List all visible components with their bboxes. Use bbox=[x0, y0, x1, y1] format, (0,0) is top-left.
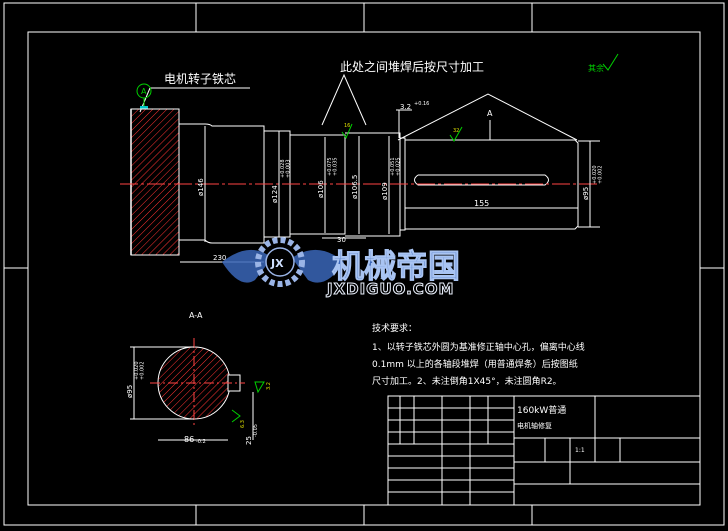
dim-d109-tol: +0.051+0.025 bbox=[390, 157, 402, 176]
weld-zone-marks bbox=[321, 73, 578, 141]
dim-155: 155 bbox=[474, 199, 489, 208]
dim-d109: ø109 bbox=[381, 182, 389, 200]
watermark-cn: 机械帝国 bbox=[332, 247, 460, 285]
tech-req-line1: 1、以转子铁芯外圆为基准修正轴中心孔，偏离中心线 bbox=[372, 341, 585, 353]
dim-d146: ø146 bbox=[197, 178, 205, 196]
svg-text:JX: JX bbox=[270, 257, 284, 270]
top-note: 此处之间堆焊后按尺寸加工 bbox=[340, 59, 484, 74]
tech-req-line3: 尺寸加工。2、未注倒角1X45°，未注圆角R2。 bbox=[372, 375, 562, 387]
sec-dim-25-tol: -0.05 bbox=[253, 424, 259, 437]
svg-text:16: 16 bbox=[344, 123, 350, 129]
sec-dim-d95-tol: +0.020+0.002 bbox=[134, 361, 146, 380]
diameter-dims bbox=[204, 126, 600, 242]
dim-230: 230 bbox=[213, 254, 226, 262]
sec-dim-25: 25 bbox=[245, 436, 253, 445]
svg-text:3.2: 3.2 bbox=[266, 382, 272, 390]
datum-letter: A bbox=[141, 87, 147, 96]
dim-d124-tol: +0.028+0.003 bbox=[280, 159, 292, 178]
watermark: JX 机械帝国 JXDIGUO.COM bbox=[222, 237, 461, 299]
dim-d106-tol: +0.075+0.035 bbox=[327, 157, 339, 176]
dim-d106-5: ø106.5 bbox=[351, 175, 359, 199]
svg-text:6.3: 6.3 bbox=[240, 420, 246, 428]
svg-text:32: 32 bbox=[453, 128, 459, 134]
watermark-en: JXDIGUO.COM bbox=[326, 280, 454, 298]
dim-d106: ø106 bbox=[317, 180, 325, 198]
roughness-marks: 16 32 bbox=[341, 123, 463, 142]
title-name-line2: 电机轴修复 bbox=[517, 421, 552, 430]
sec-dim-86: 86 bbox=[184, 435, 194, 444]
sec-dim-86-tol: -0.2 bbox=[196, 439, 206, 445]
watermark-gear-icon bbox=[255, 237, 305, 287]
dim-d95: ø95 bbox=[582, 187, 590, 200]
dim-d124: ø124 bbox=[271, 185, 279, 203]
dim-3-2-tol: +0.16 bbox=[414, 101, 429, 107]
shaft-outline bbox=[179, 123, 579, 244]
view-arrow-label: A bbox=[487, 109, 493, 118]
roughness-symbol-top-right bbox=[602, 53, 619, 71]
dim-30: 30 bbox=[337, 236, 346, 244]
section-label: A-A bbox=[189, 311, 203, 320]
rotor-core-hatch bbox=[130, 108, 180, 256]
title-name-line1: 160kW普通 bbox=[517, 404, 566, 416]
tech-req-title: 技术要求： bbox=[372, 322, 417, 334]
section-roughness-marks: 3.2 6.3 bbox=[231, 381, 272, 428]
core-label: 电机转子铁芯 bbox=[164, 71, 236, 86]
title-block bbox=[387, 395, 701, 506]
title-scale: 1:1 bbox=[575, 447, 585, 454]
frame-ticks bbox=[4, 3, 724, 525]
tech-req-line2: 0.1mm 以上的各轴段堆焊（用普通焊条）后按图纸 bbox=[372, 358, 578, 370]
dim-d95-tol: +0.020+0.002 bbox=[592, 165, 604, 184]
surface-note: 其余 bbox=[588, 63, 604, 73]
sec-dim-d95: ø95 bbox=[126, 385, 134, 398]
dim-3-2: 3.2 bbox=[400, 103, 411, 111]
